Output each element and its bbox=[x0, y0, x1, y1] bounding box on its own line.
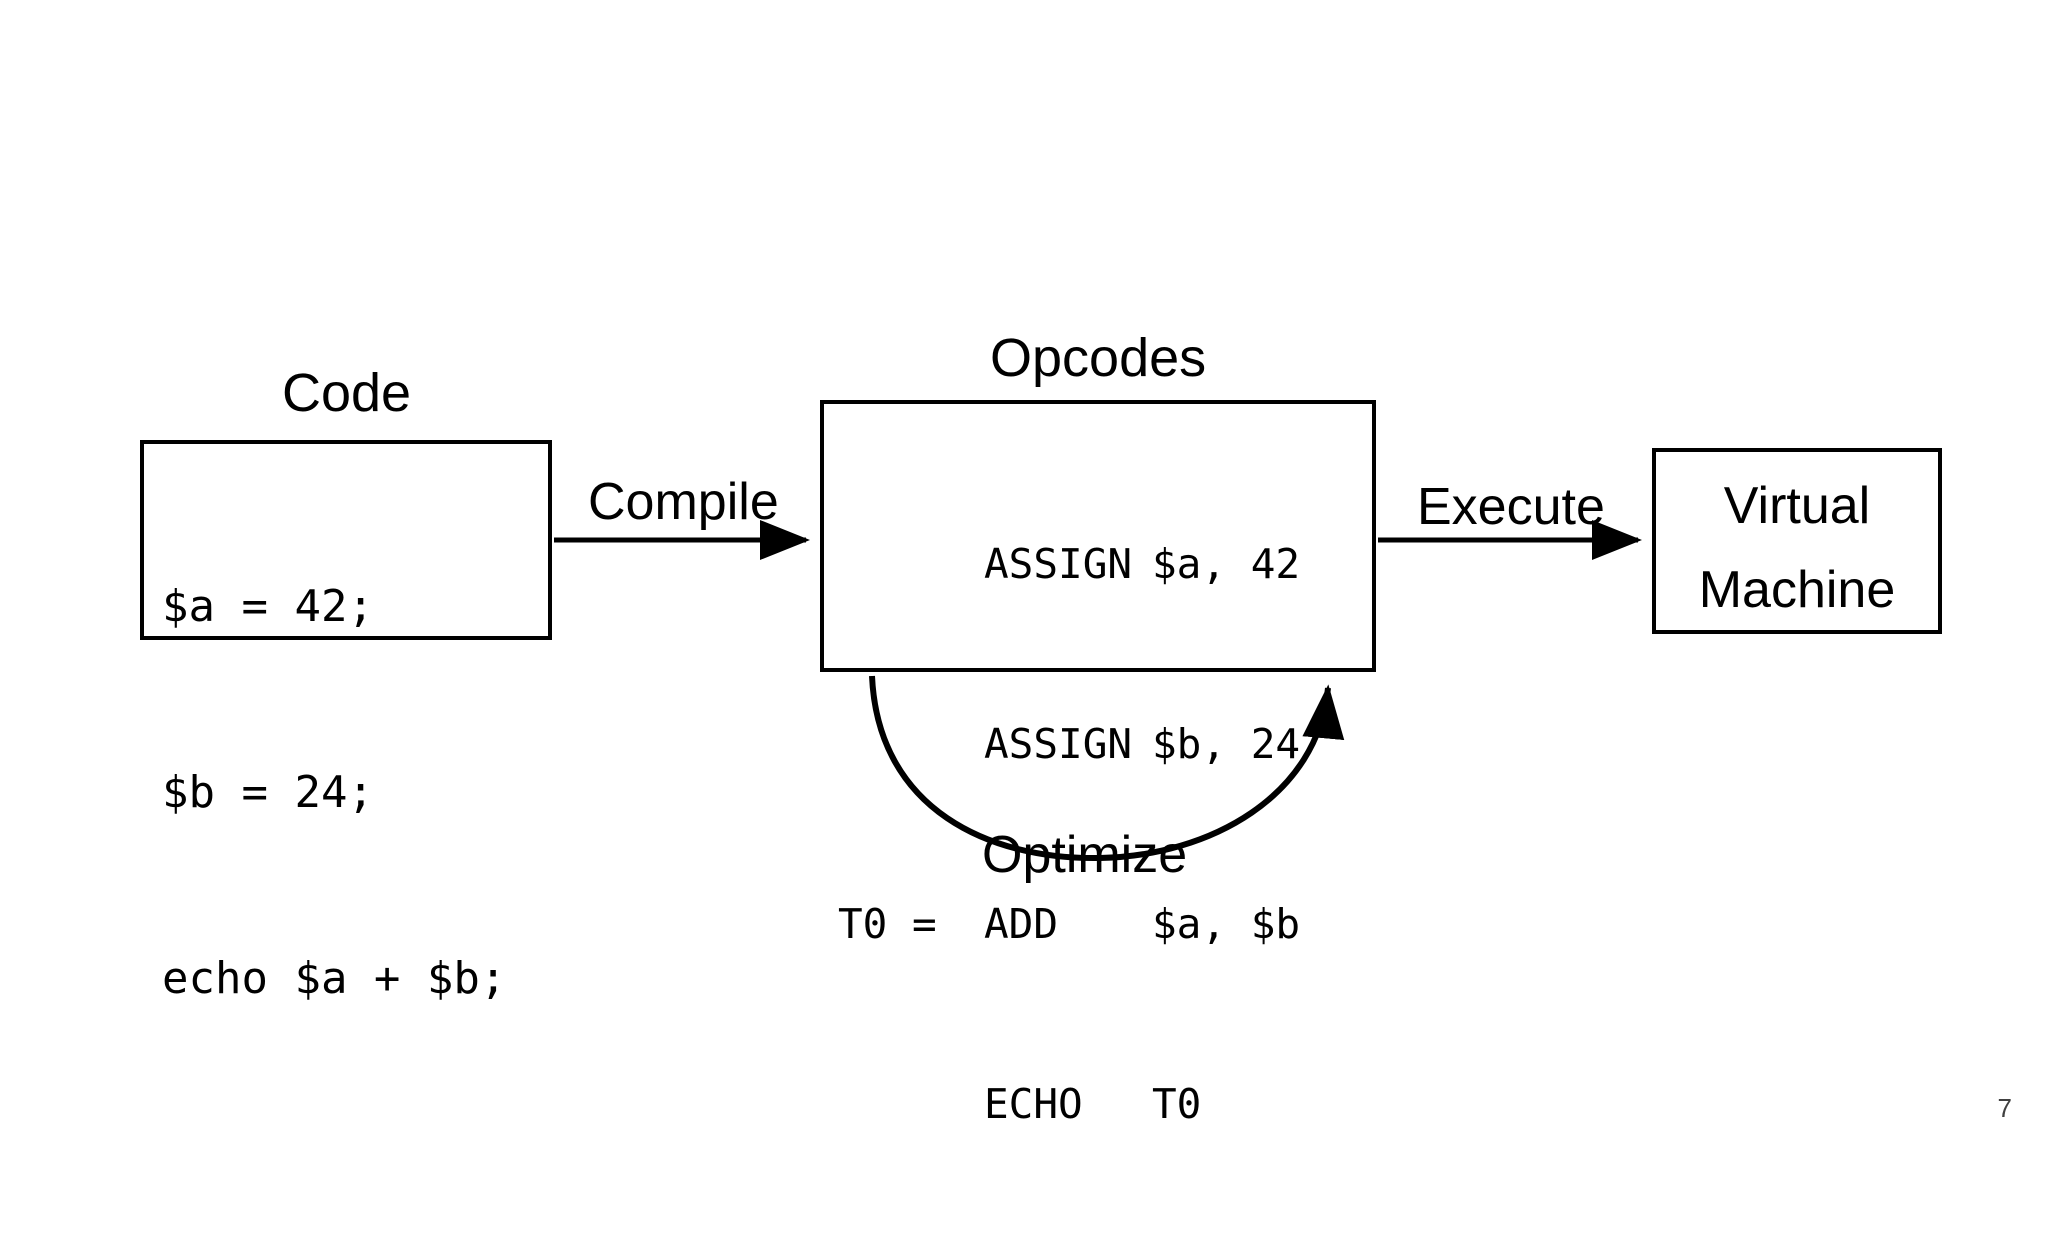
virtual-machine-text: Virtual Machine bbox=[1656, 464, 1938, 632]
opcode-args: $a, $b bbox=[1152, 900, 1301, 948]
code-line: $a = 42; bbox=[162, 581, 374, 632]
slide-canvas: Code $a = 42; $b = 24; echo $a + $b; Com… bbox=[140, 328, 2012, 1128]
opcode-row: T0 = ADD $a, $b bbox=[824, 894, 1372, 954]
opcode-row: ASSIGN $a, 42 bbox=[824, 534, 1372, 594]
execute-arrow-label: Execute bbox=[1417, 478, 1605, 536]
opcode-args: $a, 42 bbox=[1152, 540, 1301, 588]
code-line: $b = 24; bbox=[162, 767, 374, 818]
opcodes-box: ASSIGN $a, 42 ASSIGN $b, 24 T0 = ADD $a,… bbox=[820, 400, 1376, 1128]
opcode-mnemonic: ADD bbox=[984, 900, 1059, 948]
optimize-arrow-label: Optimize bbox=[982, 826, 1188, 884]
vm-line: Virtual bbox=[1723, 477, 1871, 535]
opcode-mnemonic: ECHO bbox=[984, 1080, 1083, 1128]
code-block-title: Code bbox=[282, 363, 412, 423]
virtual-machine-box: Virtual Machine bbox=[1652, 448, 1942, 634]
opcodes-block-title: Opcodes bbox=[990, 328, 1207, 388]
opcode-mnemonic: ASSIGN bbox=[984, 540, 1133, 588]
opcode-dest: T0 = bbox=[838, 900, 937, 948]
opcode-args: T0 bbox=[1152, 1080, 1202, 1128]
vm-line: Machine bbox=[1698, 561, 1896, 619]
opcode-row: ASSIGN $b, 24 bbox=[824, 714, 1372, 774]
page-number: 7 bbox=[1997, 1093, 2012, 1123]
compile-arrow-label: Compile bbox=[588, 473, 779, 531]
opcode-mnemonic: ASSIGN bbox=[984, 720, 1133, 768]
code-box: $a = 42; $b = 24; echo $a + $b; bbox=[140, 440, 552, 1004]
code-line: echo $a + $b; bbox=[162, 953, 507, 1004]
opcode-args: $b, 24 bbox=[1152, 720, 1301, 768]
opcode-row: ECHO T0 bbox=[824, 1074, 1372, 1134]
code-lines: $a = 42; $b = 24; echo $a + $b; bbox=[162, 452, 506, 1134]
